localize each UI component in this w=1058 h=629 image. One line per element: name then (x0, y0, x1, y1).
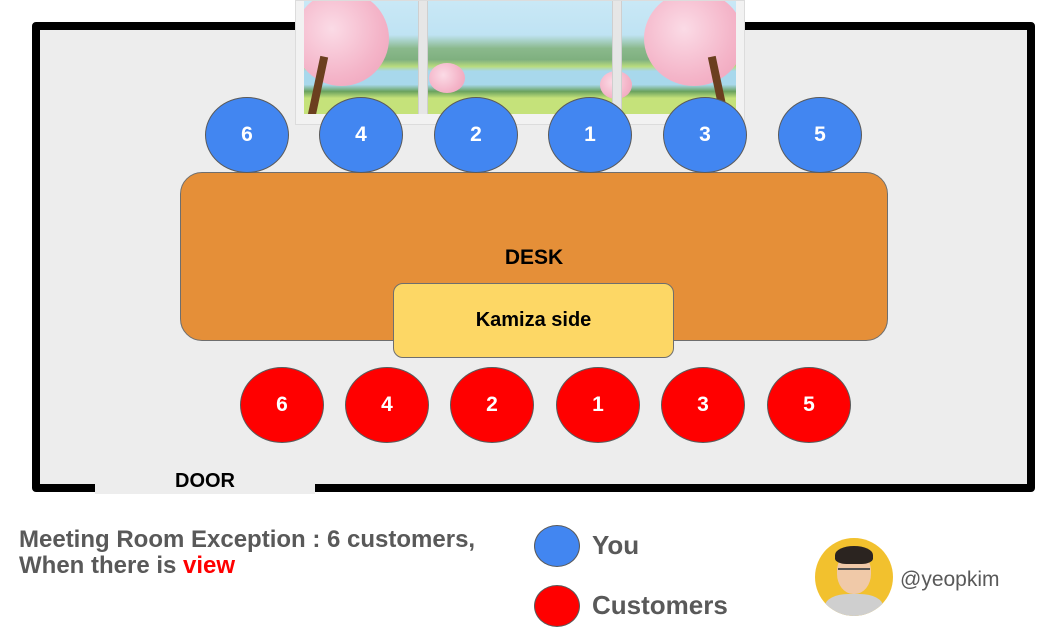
legend-customers-label: Customers (592, 590, 728, 620)
legend-you-label: You (592, 530, 640, 560)
cherry-tree-right (644, 1, 736, 86)
seat-you: 1 (548, 97, 632, 173)
author-avatar (815, 538, 893, 616)
door-opening (95, 480, 315, 494)
avatar-hair (835, 546, 873, 564)
seat-you: 5 (778, 97, 862, 173)
door-label: DOOR (175, 470, 235, 492)
caption-line-1: Meeting Room Exception : 6 customers, (19, 526, 476, 553)
window-divider (612, 1, 622, 114)
seat-you: 6 (205, 97, 289, 173)
caption-highlight: view (183, 552, 236, 579)
caption-prefix: When there is (19, 552, 184, 579)
caption-line-2: When there is view (19, 553, 475, 579)
kamiza-side: Kamiza side (393, 283, 674, 358)
avatar-glasses (838, 568, 870, 578)
window-view-image (295, 0, 745, 125)
seat-customer: 2 (450, 367, 534, 443)
small-tree (429, 63, 465, 93)
window-divider (418, 1, 428, 114)
caption: Meeting Room Exception : 6 customers, Wh… (19, 527, 475, 579)
seat-you: 2 (434, 97, 518, 173)
author-handle: @yeopkim (900, 568, 1000, 591)
legend-customers-dot (534, 585, 580, 627)
seat-you: 3 (663, 97, 747, 173)
seat-customer: 5 (767, 367, 851, 443)
seat-customer: 6 (240, 367, 324, 443)
seat-you: 4 (319, 97, 403, 173)
legend-you-dot (534, 525, 580, 567)
avatar-shirt (825, 594, 883, 616)
seat-customer: 1 (556, 367, 640, 443)
desk-label: DESK (504, 246, 564, 269)
cherry-blossom-scene (304, 1, 736, 114)
seat-customer: 3 (661, 367, 745, 443)
seat-customer: 4 (345, 367, 429, 443)
